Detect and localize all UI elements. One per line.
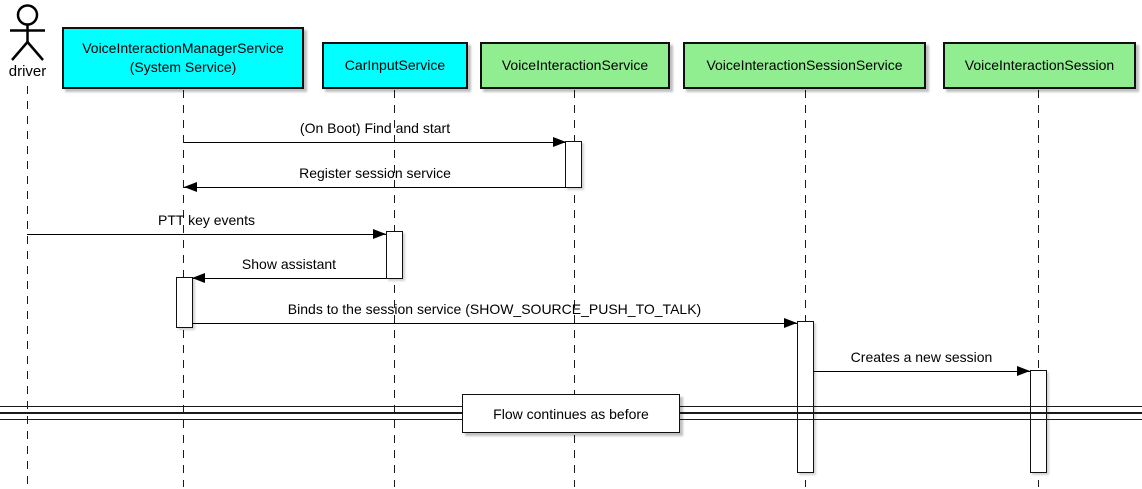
activation-bar-carinputservice	[386, 231, 403, 279]
message-label: PTT key events	[157, 212, 255, 228]
activation-bar-voiceinteractionsessionservice	[797, 321, 814, 473]
participant-carinputservice: CarInputService	[322, 42, 468, 89]
actor-driver-label: driver	[8, 63, 47, 80]
participant-voiceinteractionsession: VoiceInteractionSession	[943, 42, 1136, 89]
lifeline-voiceinteractionsessionservice	[804, 90, 806, 487]
lifeline-driver	[26, 86, 28, 487]
lifeline-voiceinteractionservice	[574, 90, 576, 487]
message-line	[184, 141, 566, 143]
message-label: Register session service	[299, 165, 451, 181]
message-line	[184, 186, 566, 188]
message-label: Show assistant	[241, 256, 337, 272]
participant-voiceinteractionsessionservice: VoiceInteractionSessionService	[683, 42, 926, 89]
message-line	[192, 277, 386, 279]
message-label: (On Boot) Find and start	[299, 120, 451, 136]
arrowhead-right-icon	[1017, 366, 1030, 376]
participant-voiceinteractionservice: VoiceInteractionService	[480, 42, 670, 89]
message-line	[192, 322, 797, 324]
message-label: Binds to the session service (SHOW_SOURC…	[287, 301, 702, 317]
divider-label-box: Flow continues as before	[462, 394, 680, 433]
message-label: Creates a new session	[850, 349, 993, 365]
message-line	[27, 233, 386, 235]
arrowhead-left-icon	[192, 273, 205, 283]
arrowhead-right-icon	[553, 137, 566, 147]
message-line	[813, 370, 1030, 372]
activation-bar-voiceinteractionmanagerservice	[176, 277, 193, 328]
person-stick-figure-icon	[10, 4, 45, 61]
arrowhead-left-icon	[184, 182, 197, 192]
lifeline-carinputservice	[393, 90, 395, 487]
arrowhead-right-icon	[373, 229, 386, 239]
arrowhead-right-icon	[784, 318, 797, 328]
participant-voiceinteractionmanagerservice: VoiceInteractionManagerService (System S…	[62, 27, 304, 89]
activation-bar-voiceinteractionsession	[1030, 370, 1047, 473]
lifeline-voiceinteractionsession	[1038, 90, 1040, 487]
divider-label: Flow continues as before	[493, 405, 649, 422]
activation-bar-voiceinteractionservice	[565, 141, 582, 188]
